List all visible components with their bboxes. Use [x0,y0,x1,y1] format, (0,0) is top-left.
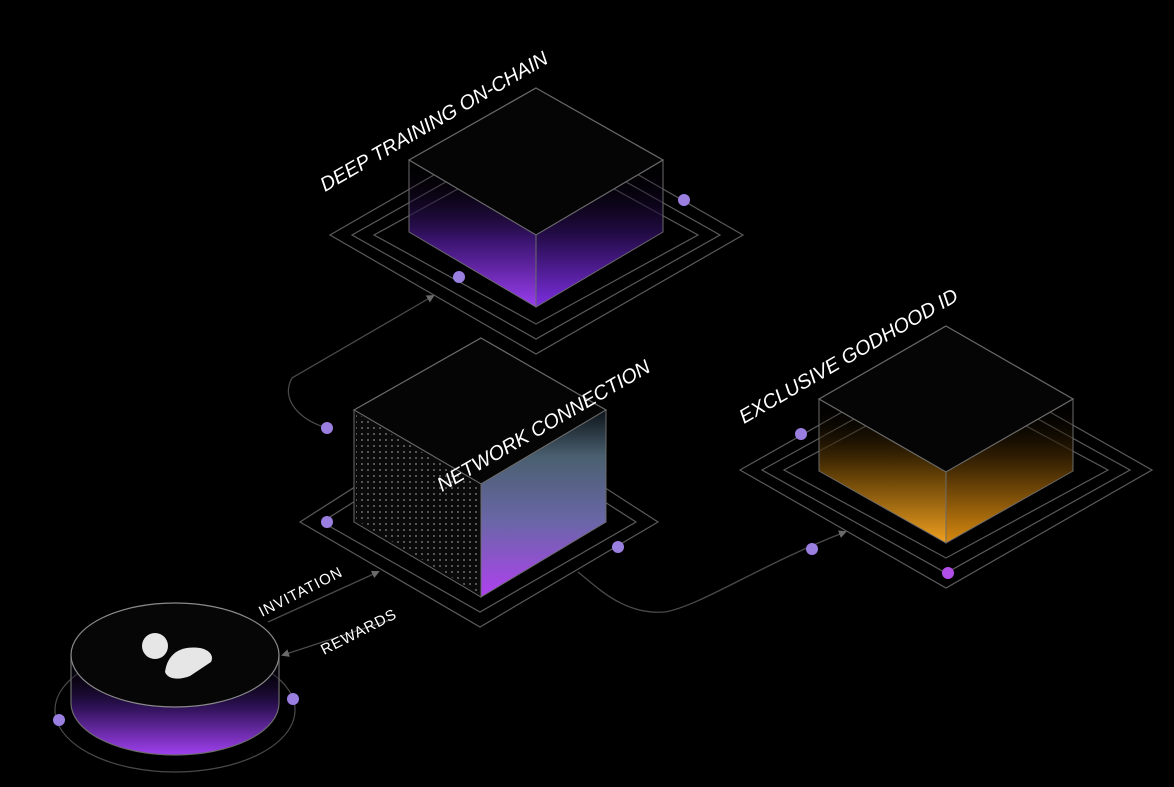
dot [321,422,333,434]
network-cube-left-dots [356,413,479,594]
dot [942,567,954,579]
connector-network-to-godhood [577,530,847,613]
deep-training-cube-right [535,159,664,308]
godhood-cube-right [945,398,1074,544]
dot [453,271,465,283]
connector-invitation [267,570,380,623]
user-node [54,602,296,773]
dot [678,194,690,206]
connector-rewards [281,619,391,657]
user-icon [142,633,212,679]
dot [53,714,65,726]
dot [612,541,624,553]
network-cube-right [480,409,607,598]
network-node: NETWORK CONNECTION [298,337,660,628]
light-beams [89,12,1046,627]
connector-network-to-training [287,294,435,429]
dot [287,693,299,705]
connector-lines [267,294,847,657]
rewards-label: REWARDS [318,606,400,659]
connection-dots [53,194,954,726]
dot [795,428,807,440]
dot [321,516,333,528]
dot [806,543,818,555]
